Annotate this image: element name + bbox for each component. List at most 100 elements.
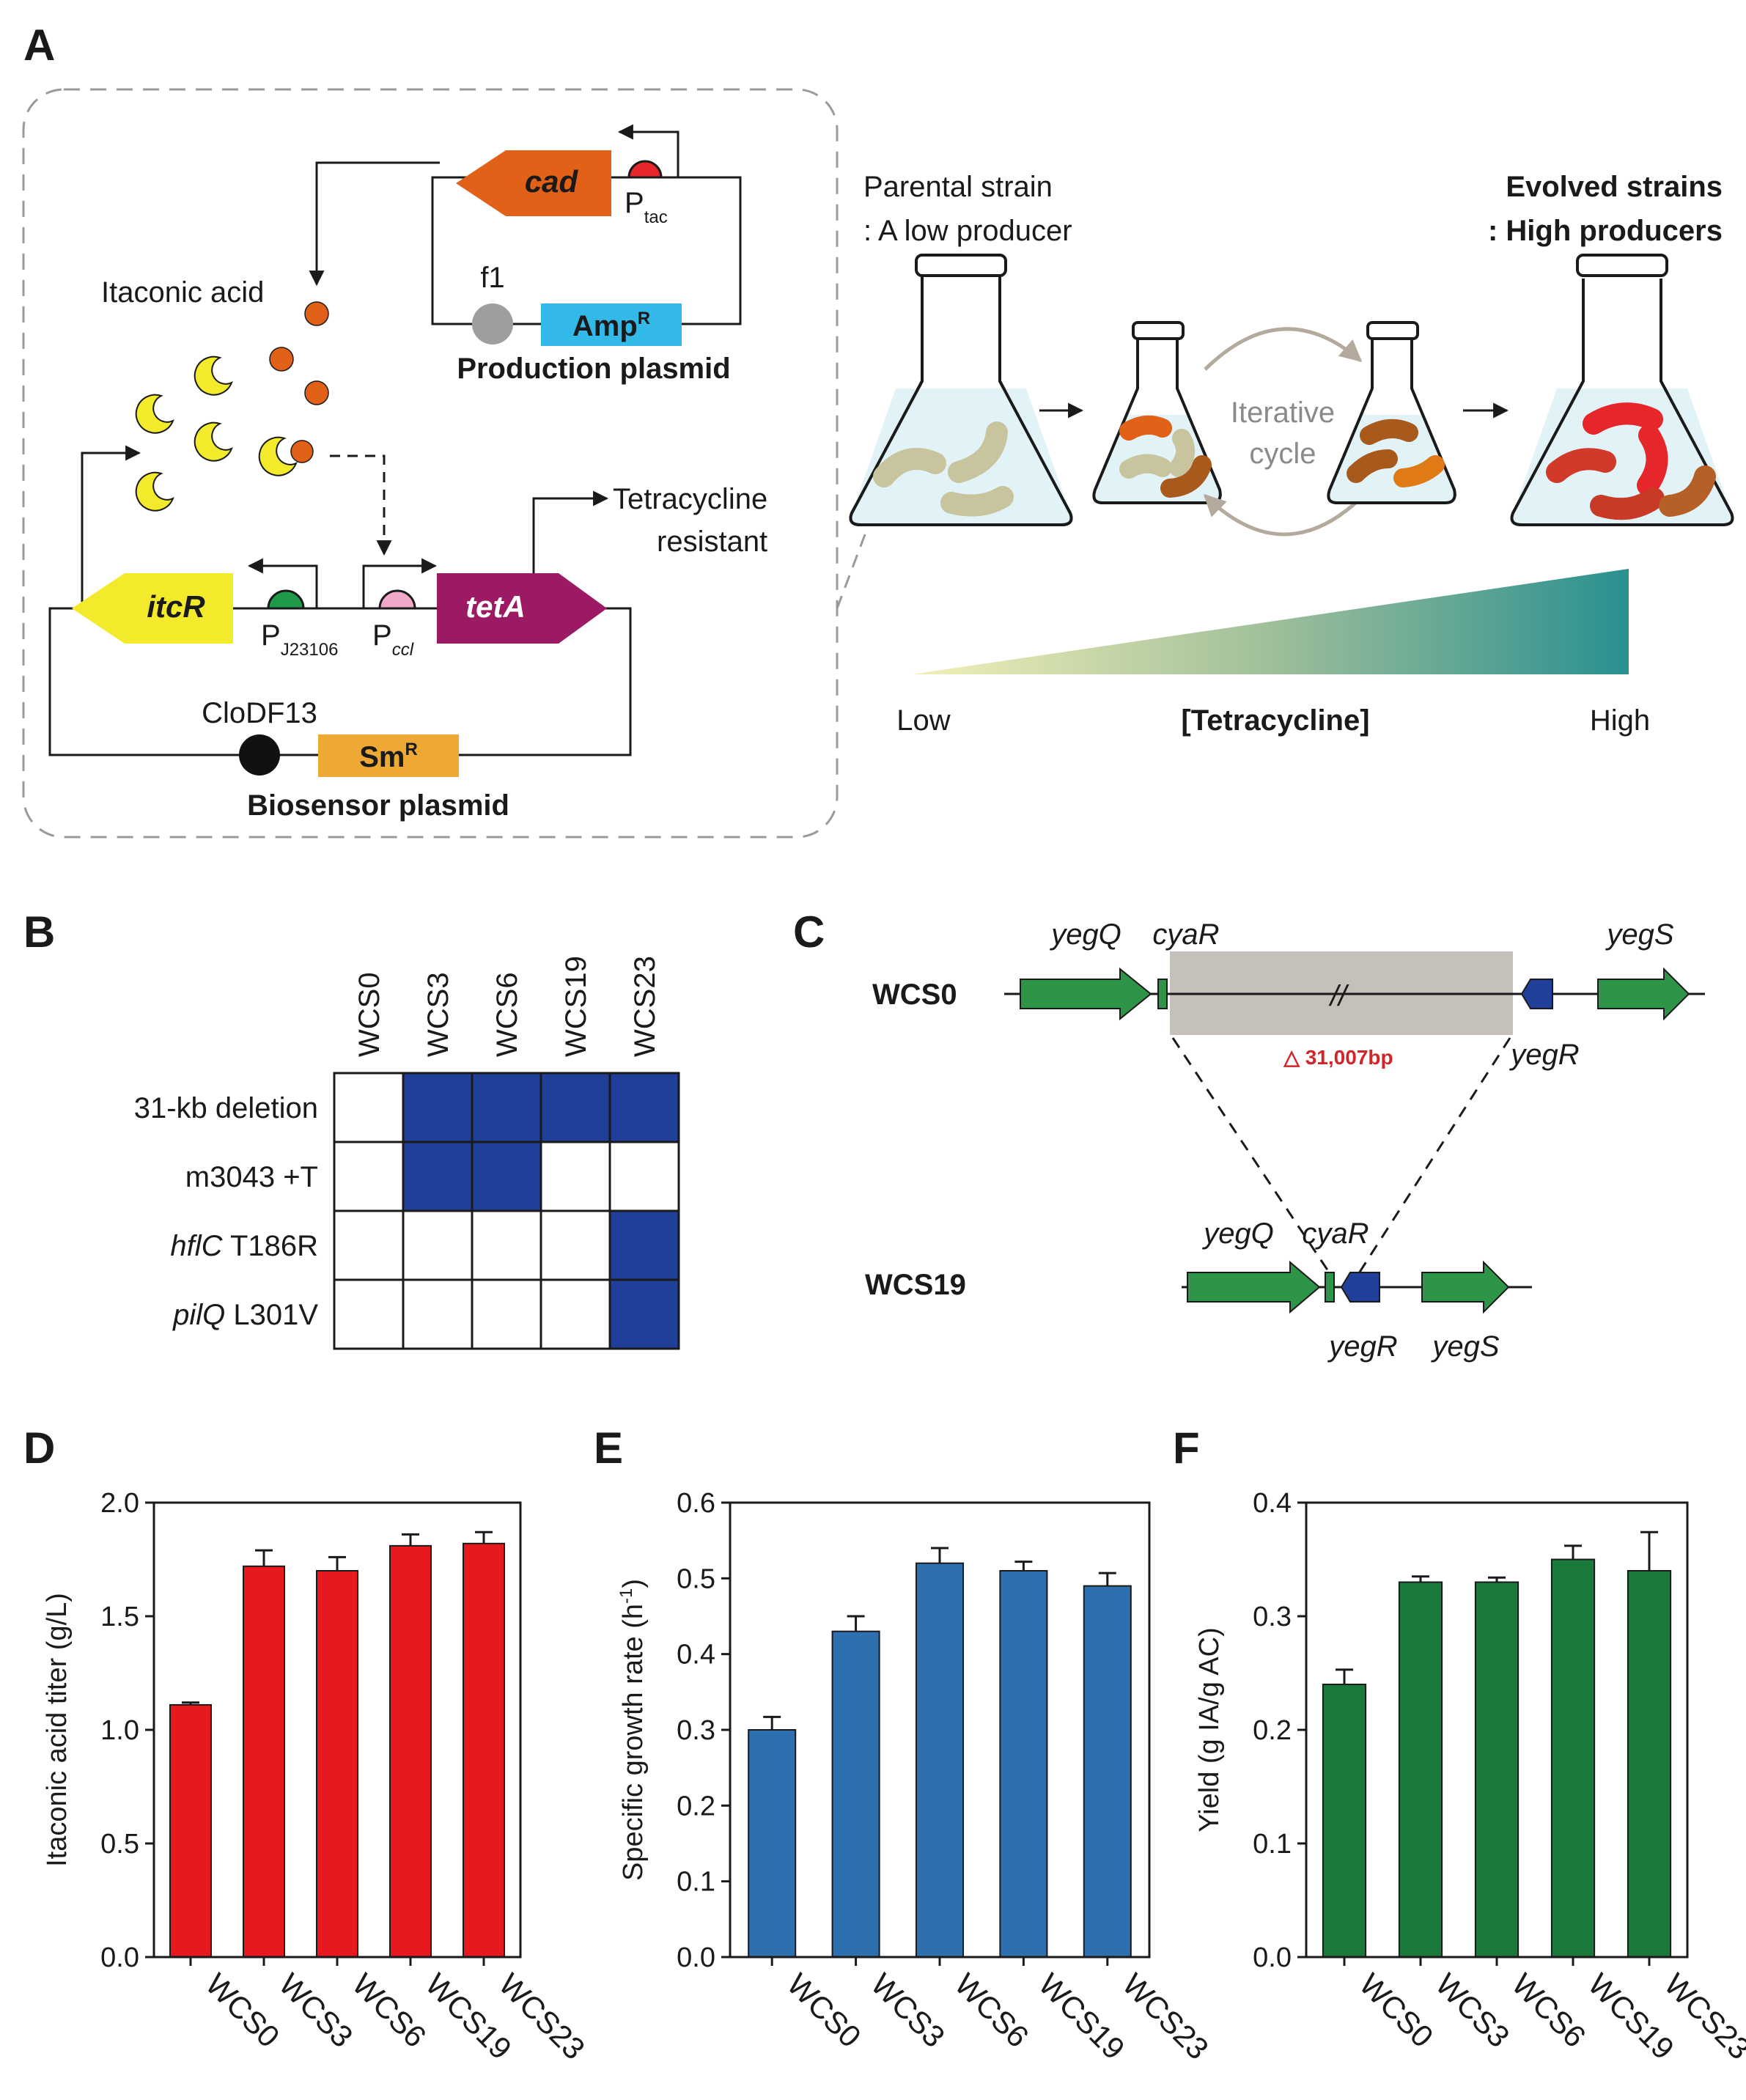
grid-cell-empty [608, 1141, 680, 1212]
grid-cell-empty [333, 1209, 405, 1281]
yegs-label-top: yegS [1605, 918, 1673, 951]
grid-cell-filled [402, 1141, 474, 1212]
cyar-gene [1325, 1272, 1335, 1303]
yegs-gene [1421, 1260, 1510, 1314]
y-tick-label: 0.1 [677, 1867, 715, 1898]
ampr-label: AmpR [572, 309, 650, 342]
column-header: WCS19 [560, 956, 592, 1057]
x-tick-label: WCS23 [1116, 1967, 1215, 2066]
biosensor-plasmid-title: Biosensor plasmid [247, 789, 509, 822]
panel-label-a: A [23, 21, 55, 70]
panel-label-d: D [23, 1423, 55, 1473]
grid-cell-empty [471, 1278, 542, 1350]
teta-expression-arrow [532, 490, 609, 573]
x-tick-label: WCS19 [1582, 1967, 1681, 2066]
bar-wcs19 [1550, 1558, 1596, 1958]
cad-label: cad [525, 164, 579, 199]
tetracycline-gradient [912, 569, 1629, 674]
panel-label-e: E [594, 1423, 623, 1473]
row-label: hflC T186R [170, 1230, 318, 1262]
y-axis-title-main: Specific growth rate (h [618, 1604, 649, 1881]
bar-wcs23 [463, 1542, 505, 1959]
evolved-strains-line1: Evolved strains [1506, 171, 1723, 203]
break-mark: // [1328, 980, 1349, 1012]
parental-flask [849, 254, 1073, 526]
iterative-cycle-line2: cycle [1249, 438, 1316, 470]
bar-wcs23 [1083, 1585, 1132, 1959]
evolved-strains-line2: : High producers [1488, 215, 1723, 247]
grid-cell-empty [333, 1278, 405, 1350]
yegs-label-bottom: yegS [1430, 1330, 1499, 1363]
panel-label-b: B [23, 907, 55, 957]
parental-strain-line2: : A low producer [863, 215, 1072, 247]
clodf13-label: CloDF13 [202, 697, 317, 729]
pccl-label: Pccl [372, 619, 414, 660]
deletion-guide-left [1171, 1037, 1333, 1276]
grid-cell-filled [539, 1072, 611, 1143]
grid-cell-empty [402, 1278, 474, 1350]
itcr-protein [135, 394, 174, 434]
column-header: WCS6 [491, 972, 523, 1057]
yegs-gene [1597, 967, 1690, 1021]
cyar-label-bottom: cyaR [1302, 1217, 1369, 1250]
cyar-label-top: cyaR [1152, 918, 1219, 951]
itaconic-acid-molecule [304, 301, 329, 326]
itaconic-acid-molecule [290, 440, 314, 463]
x-tick-label: WCS3 [273, 1967, 360, 2054]
grid-cell-filled [608, 1072, 680, 1143]
ampr-marker [541, 303, 682, 346]
y-tick-label: 0.0 [100, 1942, 139, 1973]
y-axis-title-sup: -1 [616, 1588, 636, 1604]
evolved-flask [1510, 254, 1734, 526]
bar-wcs19 [389, 1544, 432, 1958]
grid-cell-empty [333, 1072, 405, 1143]
yegq-label-bottom: yegQ [1201, 1217, 1274, 1250]
itaconic-acid-molecule [269, 347, 294, 372]
zoom-box [22, 88, 839, 839]
gradient-high-label: High [1590, 704, 1650, 737]
itcr-expression-arrow [81, 445, 141, 608]
y-axis-title-end: ) [618, 1579, 649, 1588]
yegq-gene [1187, 1260, 1321, 1314]
bar-wcs3 [243, 1565, 285, 1959]
row-label: pilQ L301V [172, 1299, 318, 1331]
pj23106-label: PJ23106 [261, 619, 338, 660]
tet-resistant-line1: Tetracycline [613, 483, 767, 515]
teta-label: tetA [465, 589, 526, 624]
iterative-cycle-arrow-bottom [1203, 493, 1362, 537]
ptac-label: Ptac [625, 187, 668, 227]
row-label-text: L301V [225, 1299, 318, 1331]
intermediate-flask-2 [1327, 321, 1456, 504]
yegq-gene [1020, 967, 1152, 1021]
row-label: 31-kb deletion [134, 1092, 318, 1124]
row-label-text: T186R [223, 1230, 318, 1262]
deletion-guide-right [1356, 1037, 1511, 1276]
y-tick-label: 0.0 [677, 1942, 715, 1973]
y-tick-label: 2.0 [100, 1488, 139, 1519]
cyar-gene [1157, 979, 1168, 1009]
grid-cell-empty [402, 1209, 474, 1281]
yegr-gene [1340, 1272, 1380, 1303]
pj23106-promoter [267, 589, 305, 610]
yegr-label-top: yegR [1509, 1039, 1579, 1071]
grid-cell-filled [608, 1278, 680, 1350]
y-tick-label: 0.1 [1253, 1829, 1292, 1860]
x-tick-label: WCS0 [781, 1967, 868, 2054]
teta-gene-arrow [437, 573, 607, 644]
itcr-protein [194, 355, 233, 396]
bar-wcs6 [1474, 1581, 1520, 1958]
column-header: WCS23 [629, 956, 661, 1057]
itaconic-acid-molecule [304, 380, 329, 405]
intermediate-flask-1 [1092, 321, 1222, 504]
growth-rate-chart: WCS0WCS3WCS6WCS19WCS230.00.10.20.30.40.5… [616, 1488, 1215, 2066]
panel-label-f: F [1173, 1423, 1200, 1473]
row-label-text: 31-kb deletion [134, 1092, 318, 1124]
grid-cell-filled [471, 1072, 542, 1143]
x-tick-label: WCS0 [1353, 1967, 1440, 2054]
grid-cell-filled [402, 1072, 474, 1143]
pj23106-transcription-arrow [247, 558, 318, 608]
smr-marker [318, 734, 459, 777]
y-tick-label: 0.5 [677, 1563, 715, 1594]
itaconic-acid-molecules [269, 301, 329, 405]
pccl-transcription-arrow [362, 558, 438, 608]
